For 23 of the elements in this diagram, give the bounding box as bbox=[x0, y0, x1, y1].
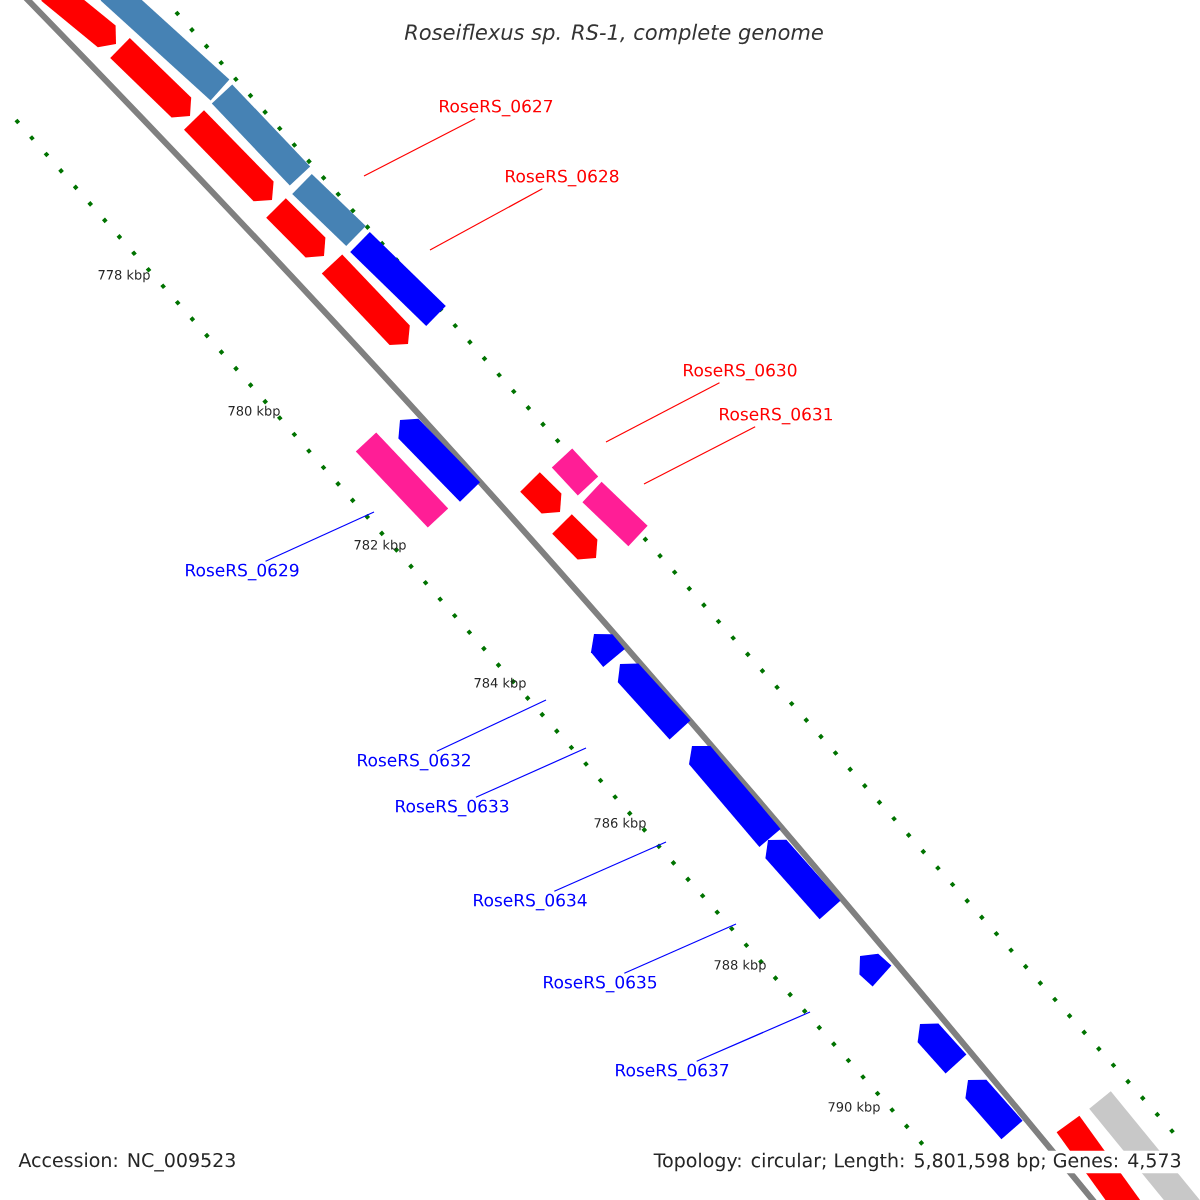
gene-label: RoseRS_0630 bbox=[684, 363, 797, 381]
leader-line bbox=[363, 118, 476, 177]
title: Roseiflexus sp. RS-1, complete genome bbox=[404, 23, 823, 45]
leader-line bbox=[265, 511, 375, 562]
gene-label: RoseRS_0634 bbox=[474, 893, 587, 911]
footer-text: Topology: circular; Length: 5,801,598 bp; Genes: 4,573 bbox=[651, 1150, 1184, 1174]
gene-label: RoseRS_0629 bbox=[186, 563, 299, 581]
footer-text: Accession: NC_009523 bbox=[16, 1150, 239, 1174]
leader-line bbox=[623, 923, 737, 974]
gene-label: RoseRS_0628 bbox=[506, 169, 619, 187]
gene-label: RoseRS_0632 bbox=[358, 753, 470, 771]
leader-line bbox=[553, 841, 667, 892]
leader-line bbox=[696, 1011, 811, 1062]
gene-label: RoseRS_0633 bbox=[396, 799, 509, 817]
leader-line bbox=[643, 426, 756, 485]
leader-line bbox=[429, 188, 543, 251]
leader-line bbox=[475, 747, 587, 798]
gene-label: RoseRS_0635 bbox=[544, 975, 657, 993]
leader-line bbox=[436, 699, 547, 752]
leader-line bbox=[605, 382, 721, 443]
gene-label: RoseRS_0637 bbox=[616, 1063, 729, 1081]
gene-label: RoseRS_0631 bbox=[720, 407, 832, 425]
gene-label: RoseRS_0627 bbox=[440, 99, 553, 117]
